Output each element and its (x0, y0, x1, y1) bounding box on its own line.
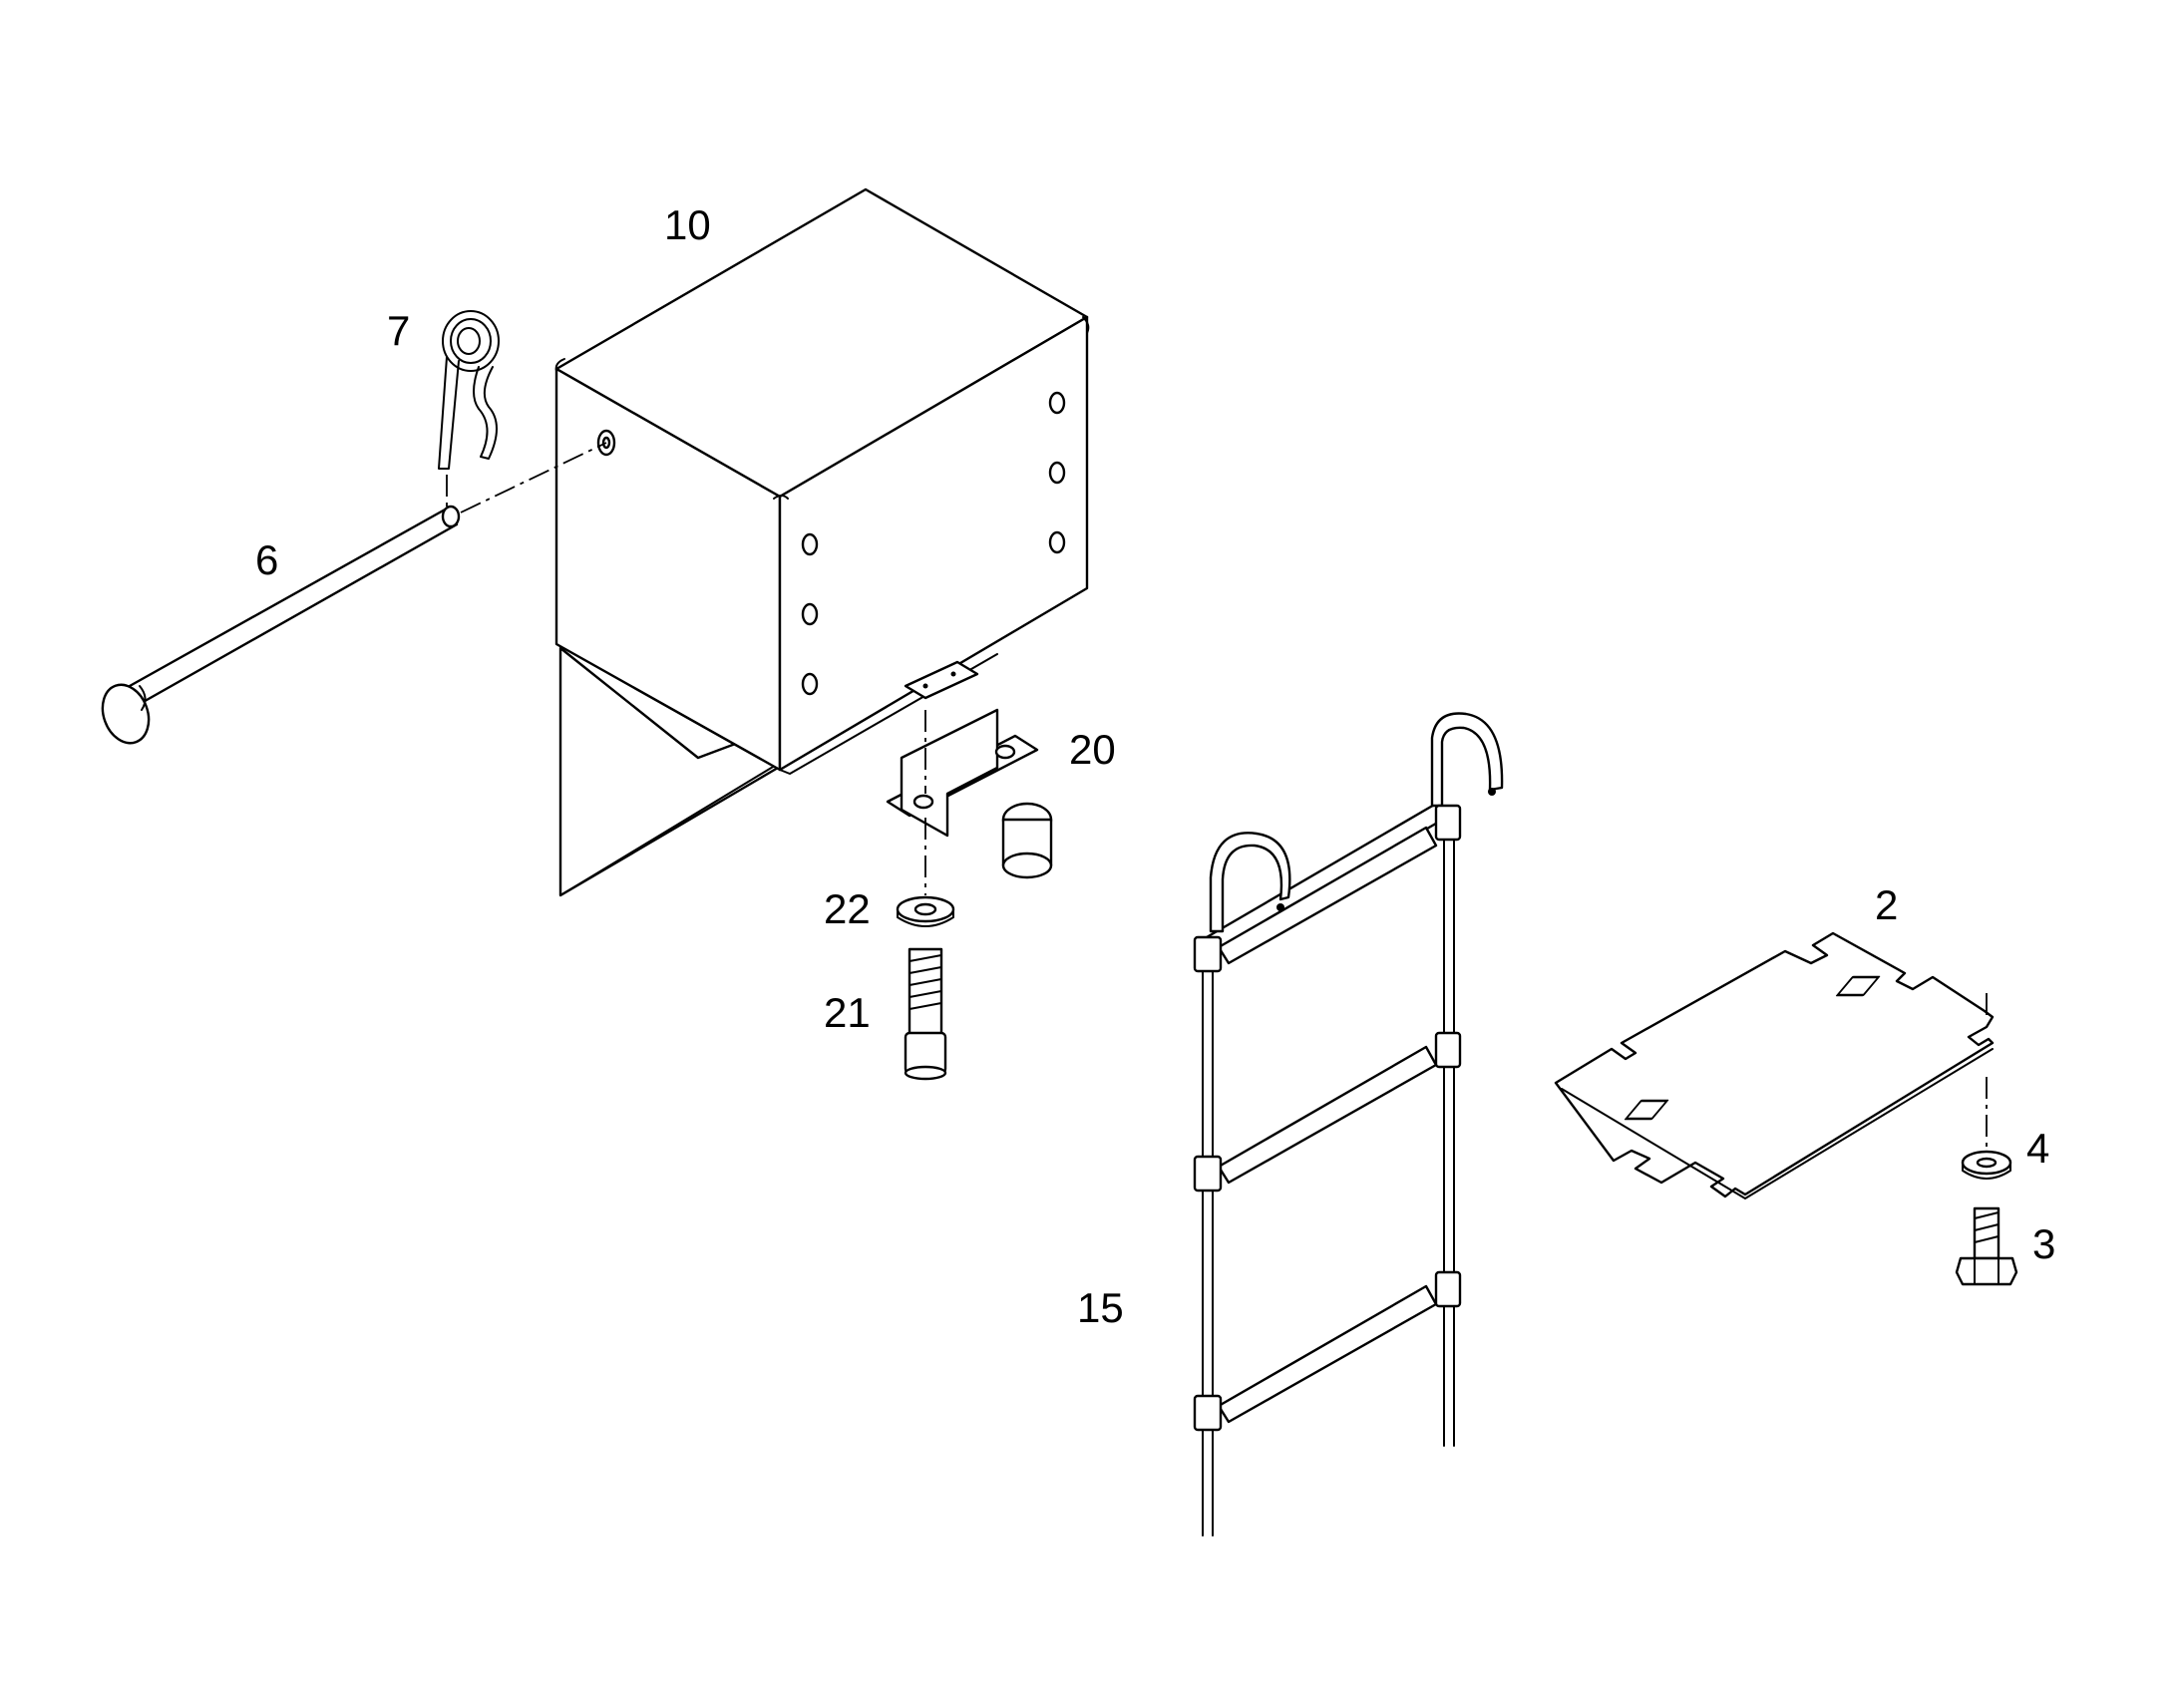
callout-10: 10 (664, 201, 711, 248)
housing-box (554, 187, 1090, 897)
ladder-rung-2 (1193, 1031, 1462, 1193)
hex-bolt (1955, 1206, 2018, 1286)
callout-2: 2 (1875, 881, 1898, 928)
mounting-holes (801, 391, 1066, 696)
washer-small (1961, 1150, 2012, 1180)
callout-15: 15 (1077, 1284, 1124, 1331)
mounting-plate (1554, 931, 1995, 1199)
callout-4: 4 (2026, 1125, 2049, 1172)
callout-3: 3 (2032, 1220, 2055, 1267)
callout-6: 6 (255, 536, 278, 583)
pin-axis-line (460, 442, 607, 513)
latch-bracket (886, 660, 1053, 879)
rope-ladder (1193, 712, 1504, 1537)
spring-cotter-pin (438, 310, 500, 470)
ladder-rung-1 (1193, 804, 1462, 973)
callout-21: 21 (824, 989, 871, 1036)
cap-screw (904, 947, 947, 1081)
callout-7: 7 (387, 307, 410, 354)
pin (101, 505, 461, 745)
callout-22: 22 (824, 885, 871, 932)
washer (896, 895, 955, 927)
callout-20: 20 (1069, 726, 1116, 773)
ladder-rung-3 (1193, 1270, 1462, 1432)
